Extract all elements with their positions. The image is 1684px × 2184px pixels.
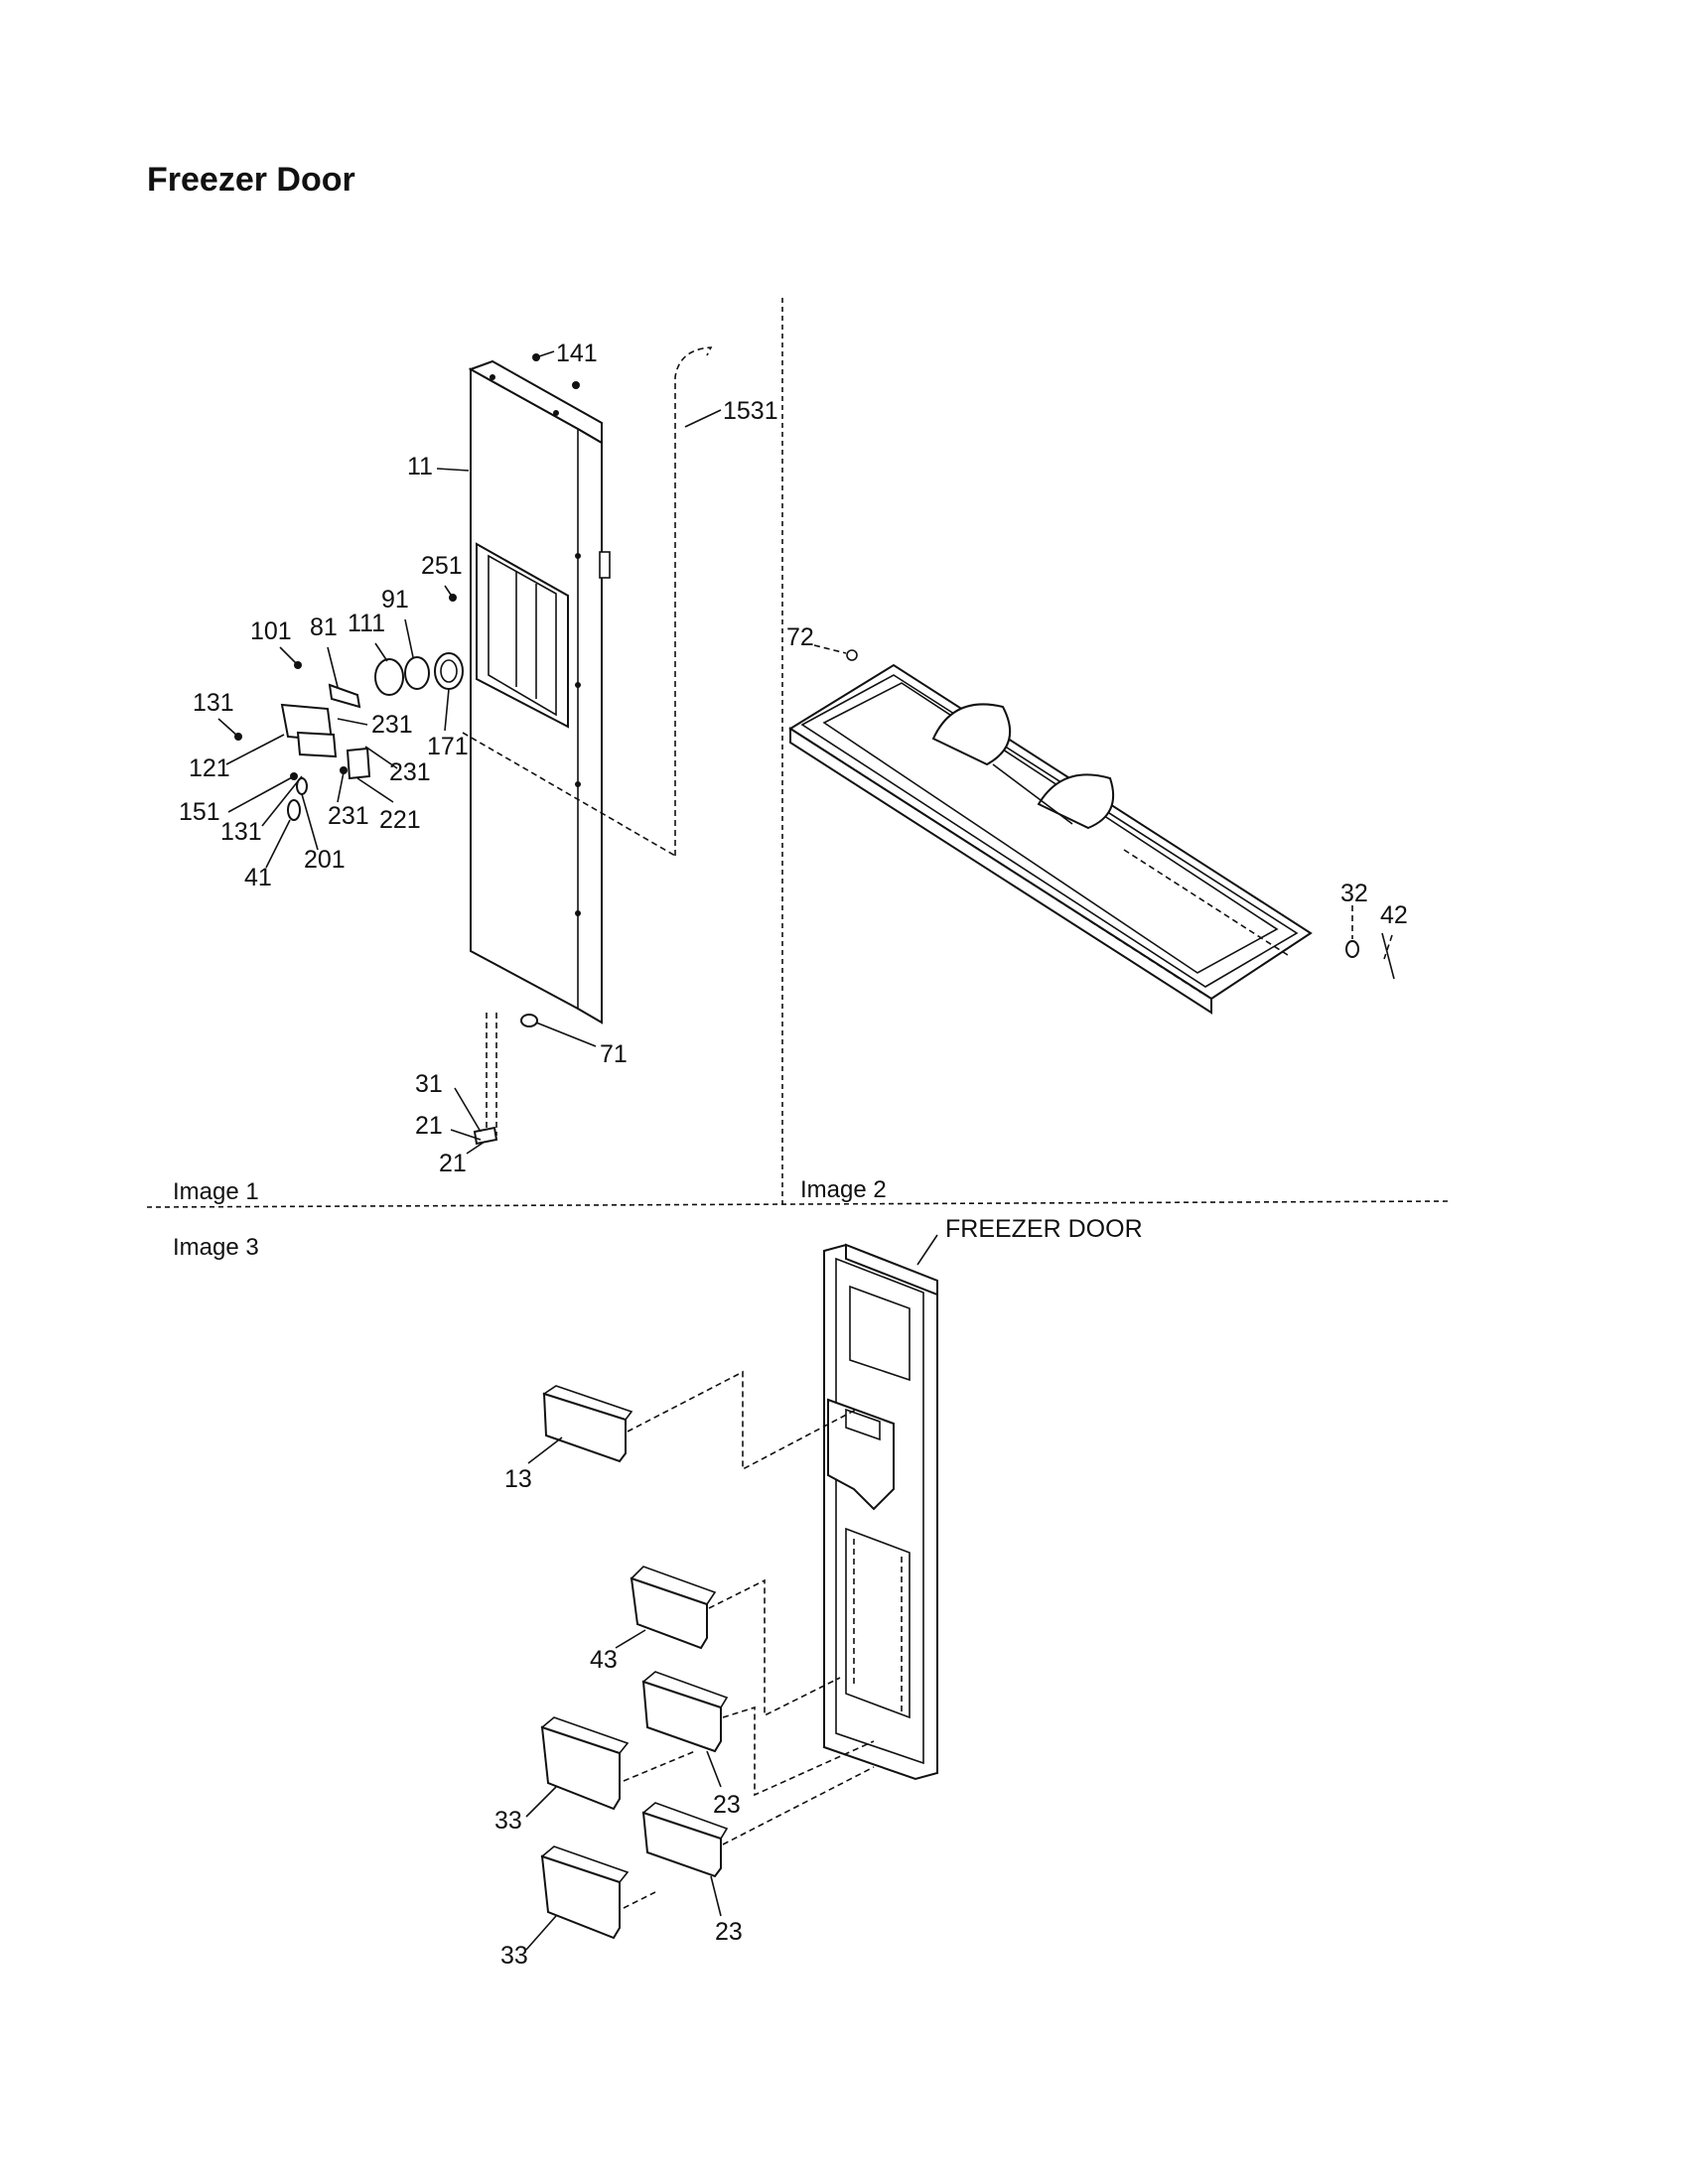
cap-32 bbox=[1345, 940, 1359, 958]
leader-42 bbox=[1383, 934, 1393, 960]
freezer-door-callout: FREEZER DOOR bbox=[945, 1215, 1143, 1243]
part-number-33-b: 33 bbox=[500, 1942, 528, 1970]
part-number-141: 141 bbox=[556, 340, 598, 367]
part-number-31: 31 bbox=[415, 1070, 443, 1098]
part-number-13: 13 bbox=[504, 1465, 532, 1493]
water-tube bbox=[674, 346, 713, 856]
leader-72 bbox=[813, 644, 847, 654]
horizontal-divider bbox=[146, 1200, 1449, 1208]
part-number-21-b: 21 bbox=[439, 1150, 467, 1177]
part-number-201: 201 bbox=[304, 846, 346, 874]
part-number-81: 81 bbox=[310, 614, 338, 641]
door-bin-23-lower bbox=[641, 1802, 729, 1878]
part-number-32: 32 bbox=[1340, 880, 1368, 907]
tube-leader-dash bbox=[462, 732, 676, 857]
image3-guides bbox=[623, 1370, 875, 1909]
part-number-41: 41 bbox=[244, 864, 272, 891]
screw-42 bbox=[1381, 932, 1395, 980]
part-number-151: 151 bbox=[179, 798, 220, 826]
part-number-111: 111 bbox=[348, 610, 385, 637]
part-number-231-c: 231 bbox=[328, 802, 369, 830]
part-number-71: 71 bbox=[600, 1040, 628, 1068]
door-bin-33-upper bbox=[540, 1716, 630, 1811]
part-number-131-b: 131 bbox=[220, 818, 262, 846]
door-top-trim bbox=[788, 663, 1313, 1015]
part-number-131-a: 131 bbox=[193, 689, 234, 717]
part-number-23-a: 23 bbox=[713, 1791, 741, 1819]
part-number-23-b: 23 bbox=[715, 1918, 743, 1946]
part-number-21-a: 21 bbox=[415, 1112, 443, 1140]
part-number-1531: 1531 bbox=[723, 397, 778, 425]
part-number-221: 221 bbox=[379, 806, 421, 834]
part-number-72: 72 bbox=[786, 623, 814, 651]
part-number-251: 251 bbox=[421, 552, 463, 580]
door-bin-13 bbox=[542, 1385, 633, 1463]
freezer-door-panel bbox=[468, 359, 611, 1024]
screw-72 bbox=[846, 649, 858, 661]
callout-leader bbox=[916, 1234, 938, 1266]
part-number-171: 171 bbox=[427, 733, 469, 760]
door-bin-33-lower bbox=[540, 1845, 630, 1940]
part-number-101: 101 bbox=[250, 617, 292, 645]
part-number-91: 91 bbox=[381, 586, 409, 614]
part-number-42: 42 bbox=[1380, 901, 1408, 929]
part-number-231-a: 231 bbox=[371, 711, 413, 739]
part-number-43: 43 bbox=[590, 1646, 618, 1674]
image-1-label: Image 1 bbox=[173, 1178, 259, 1205]
door-bin-43 bbox=[630, 1566, 717, 1650]
door-bin-23-upper bbox=[641, 1671, 729, 1753]
part-number-121: 121 bbox=[189, 754, 230, 782]
image-3-label: Image 3 bbox=[173, 1234, 259, 1261]
page-title: Freezer Door bbox=[147, 161, 355, 199]
freezer-door-liner bbox=[823, 1243, 938, 1781]
image1-leaders bbox=[217, 350, 722, 1155]
part-number-33-a: 33 bbox=[494, 1807, 522, 1835]
image3-leaders bbox=[525, 1436, 722, 1951]
part-number-231-b: 231 bbox=[389, 758, 431, 786]
part-number-11: 11 bbox=[407, 453, 433, 480]
image-2-label: Image 2 bbox=[800, 1176, 887, 1203]
